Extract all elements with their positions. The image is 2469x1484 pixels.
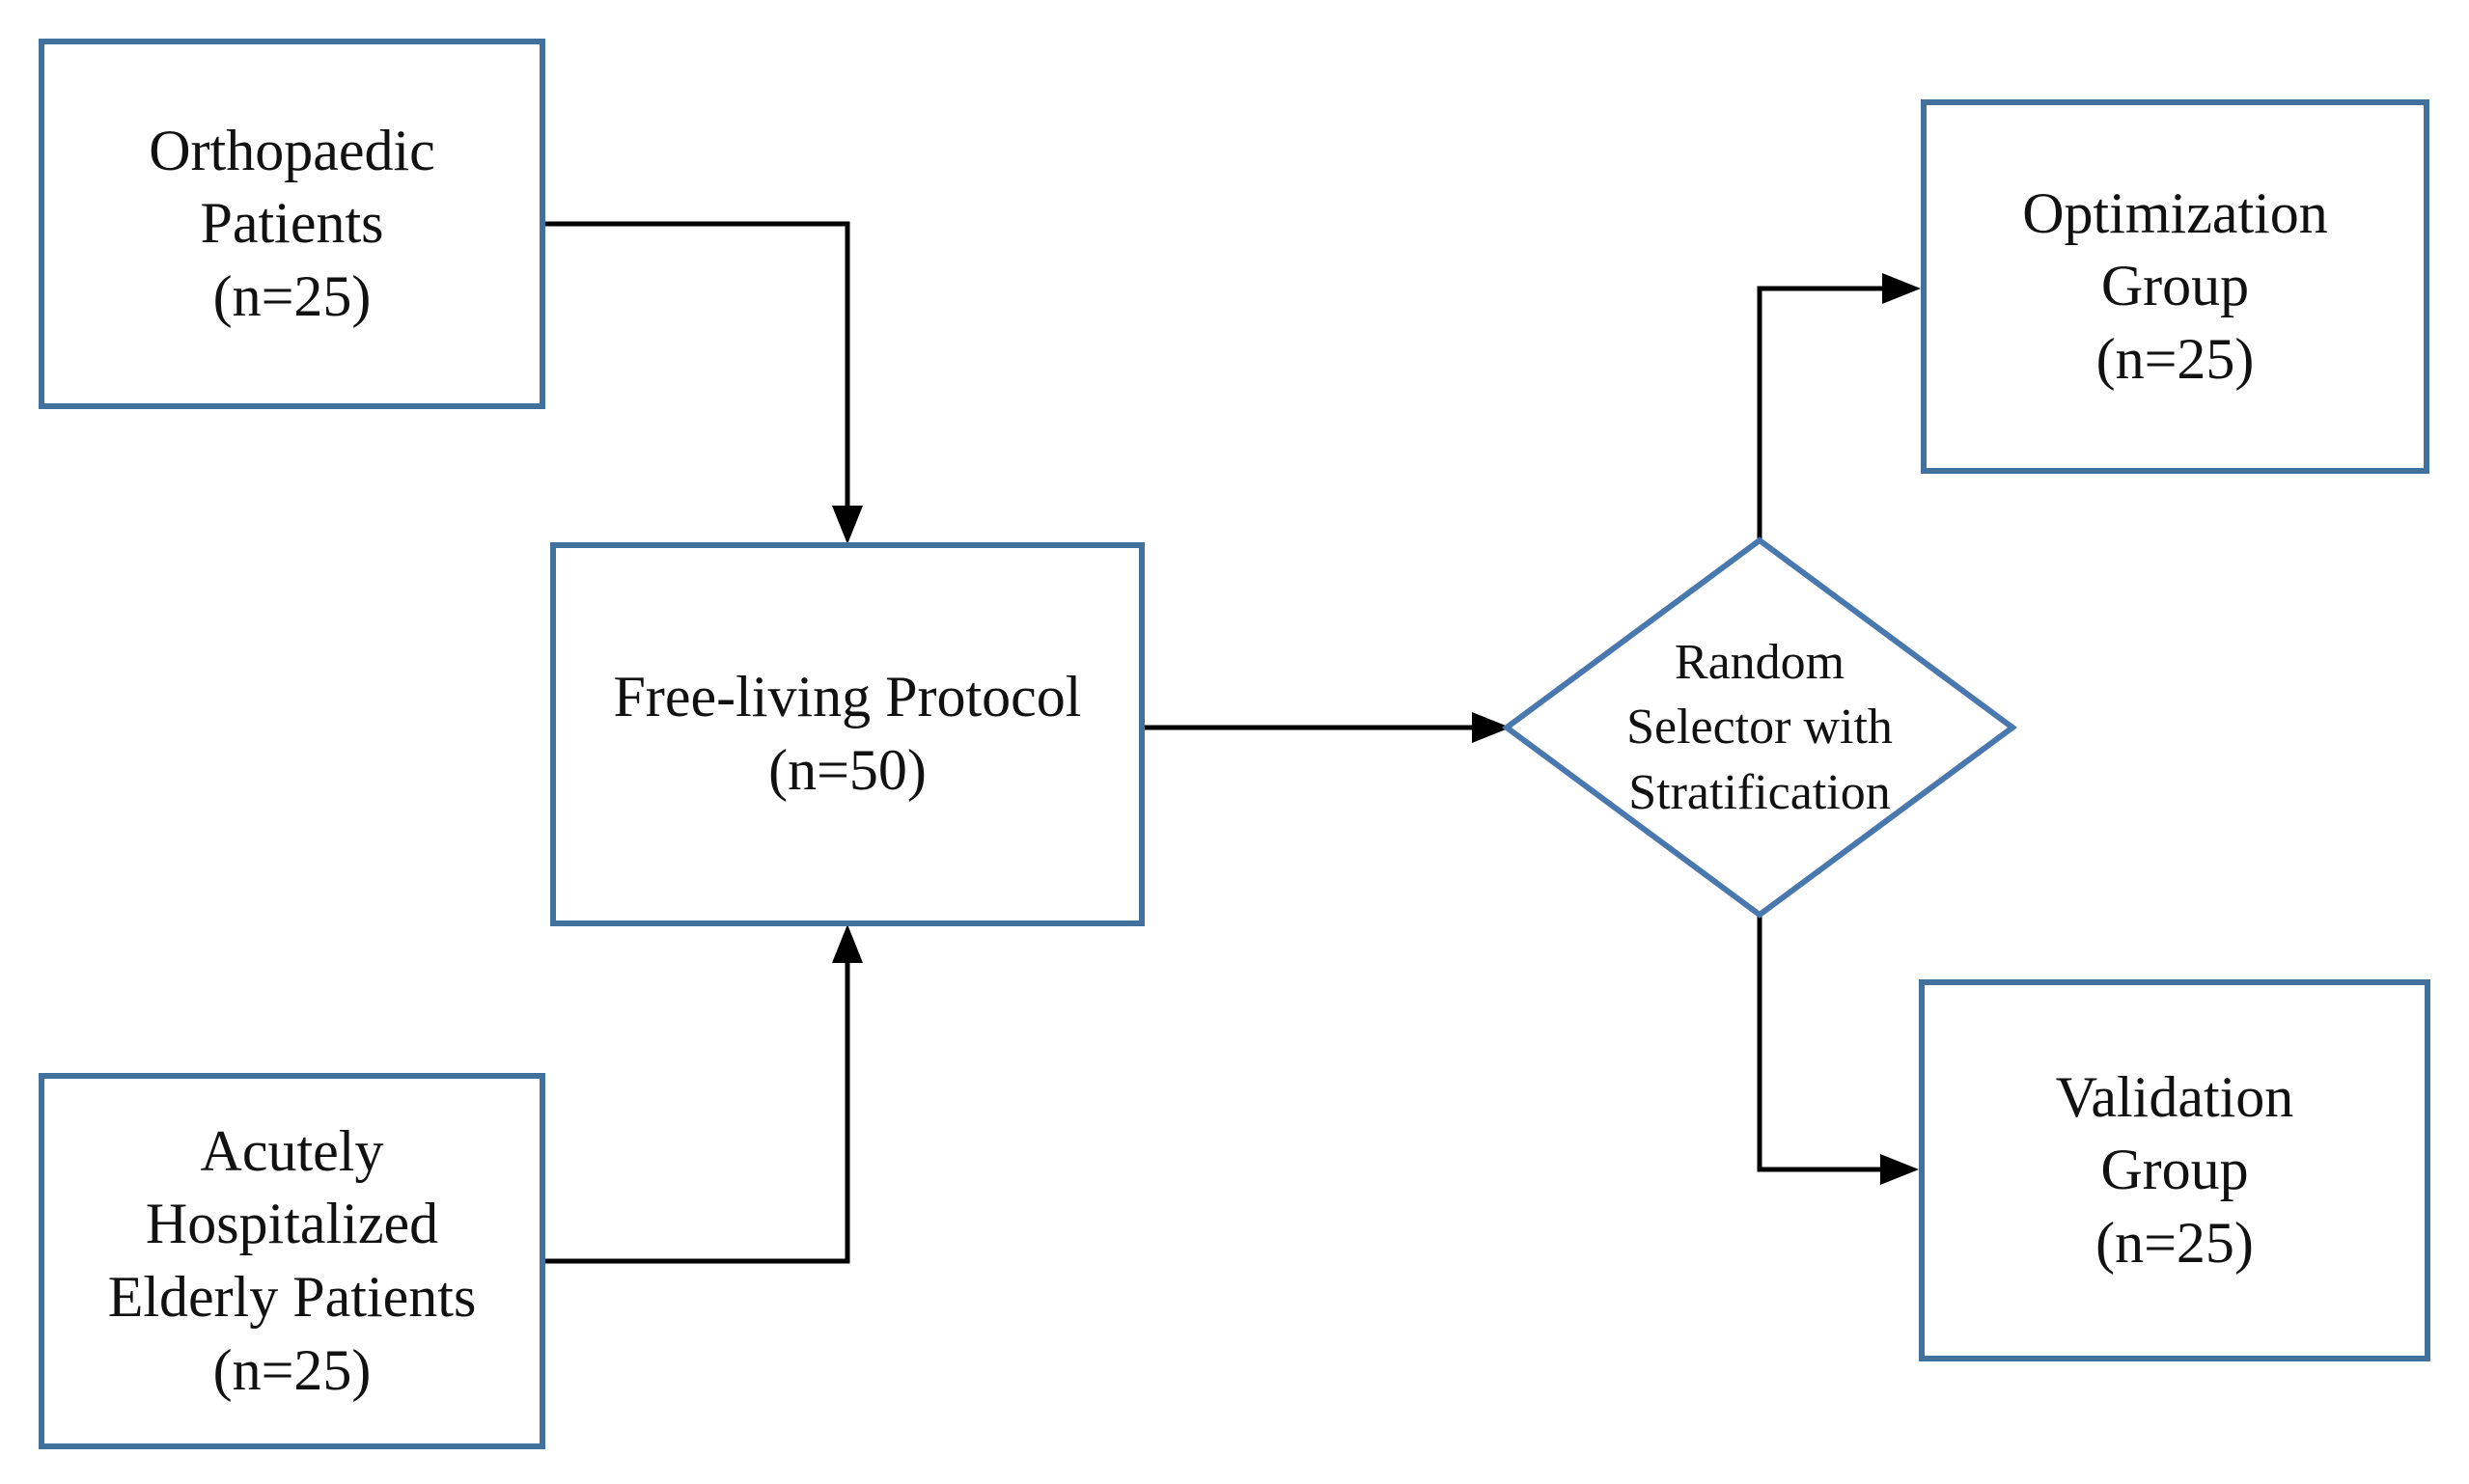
node-orthopaedic-patients: Orthopaedic Patients (n=25) bbox=[39, 39, 545, 409]
node-label-line: Orthopaedic bbox=[149, 118, 435, 182]
node-label-line: Optimization bbox=[2022, 180, 2328, 245]
node-label-line: Elderly Patients bbox=[107, 1265, 477, 1329]
arrowhead-right-icon bbox=[1880, 1154, 1919, 1185]
node-optimization-group: Optimization Group (n=25) bbox=[1921, 99, 2429, 474]
node-random-selector-with-stratification: Random Selector with Stratification bbox=[1507, 540, 2012, 915]
node-label-line: Stratification bbox=[1628, 764, 1891, 820]
node-label-line: Hospitalized bbox=[145, 1192, 439, 1256]
node-label-line: Group bbox=[2100, 1138, 2249, 1202]
arrowhead-right-icon bbox=[1882, 273, 1921, 304]
node-label-line: Selector with bbox=[1626, 700, 1893, 756]
node-label-line: Acutely bbox=[200, 1118, 384, 1183]
node-label-line: Free-living Protocol bbox=[613, 665, 1082, 729]
node-label-line: Random bbox=[1674, 634, 1845, 690]
arrowhead-down-icon bbox=[832, 506, 863, 544]
node-label-line: Group bbox=[2100, 254, 2250, 318]
node-label-line: (n=25) bbox=[2095, 1210, 2254, 1275]
node-acutely-hospitalized-elderly-patients: Acutely Hospitalized Elderly Patients (n… bbox=[39, 1073, 545, 1449]
arrowhead-right-icon bbox=[1472, 712, 1511, 743]
connector-selector-to-validation bbox=[1757, 915, 1884, 1172]
node-label-line: (n=25) bbox=[212, 263, 372, 328]
arrowhead-up-icon bbox=[832, 924, 863, 963]
connector-elderly-to-protocol bbox=[545, 940, 850, 1264]
node-label-line: Validation bbox=[2055, 1064, 2294, 1129]
node-label-line: (n=50) bbox=[768, 738, 927, 802]
node-label-line: (n=25) bbox=[212, 1337, 372, 1402]
node-label-line: (n=25) bbox=[2095, 326, 2255, 391]
decision-diamond bbox=[1501, 536, 2018, 919]
connector-selector-to-optimization bbox=[1757, 286, 1886, 540]
node-validation-group: Validation Group (n=25) bbox=[1919, 979, 2430, 1361]
node-label-line: Patients bbox=[200, 191, 384, 256]
connector-orthopaedic-to-protocol bbox=[545, 221, 850, 529]
node-free-living-protocol: Free-living Protocol (n=50) bbox=[550, 542, 1145, 926]
